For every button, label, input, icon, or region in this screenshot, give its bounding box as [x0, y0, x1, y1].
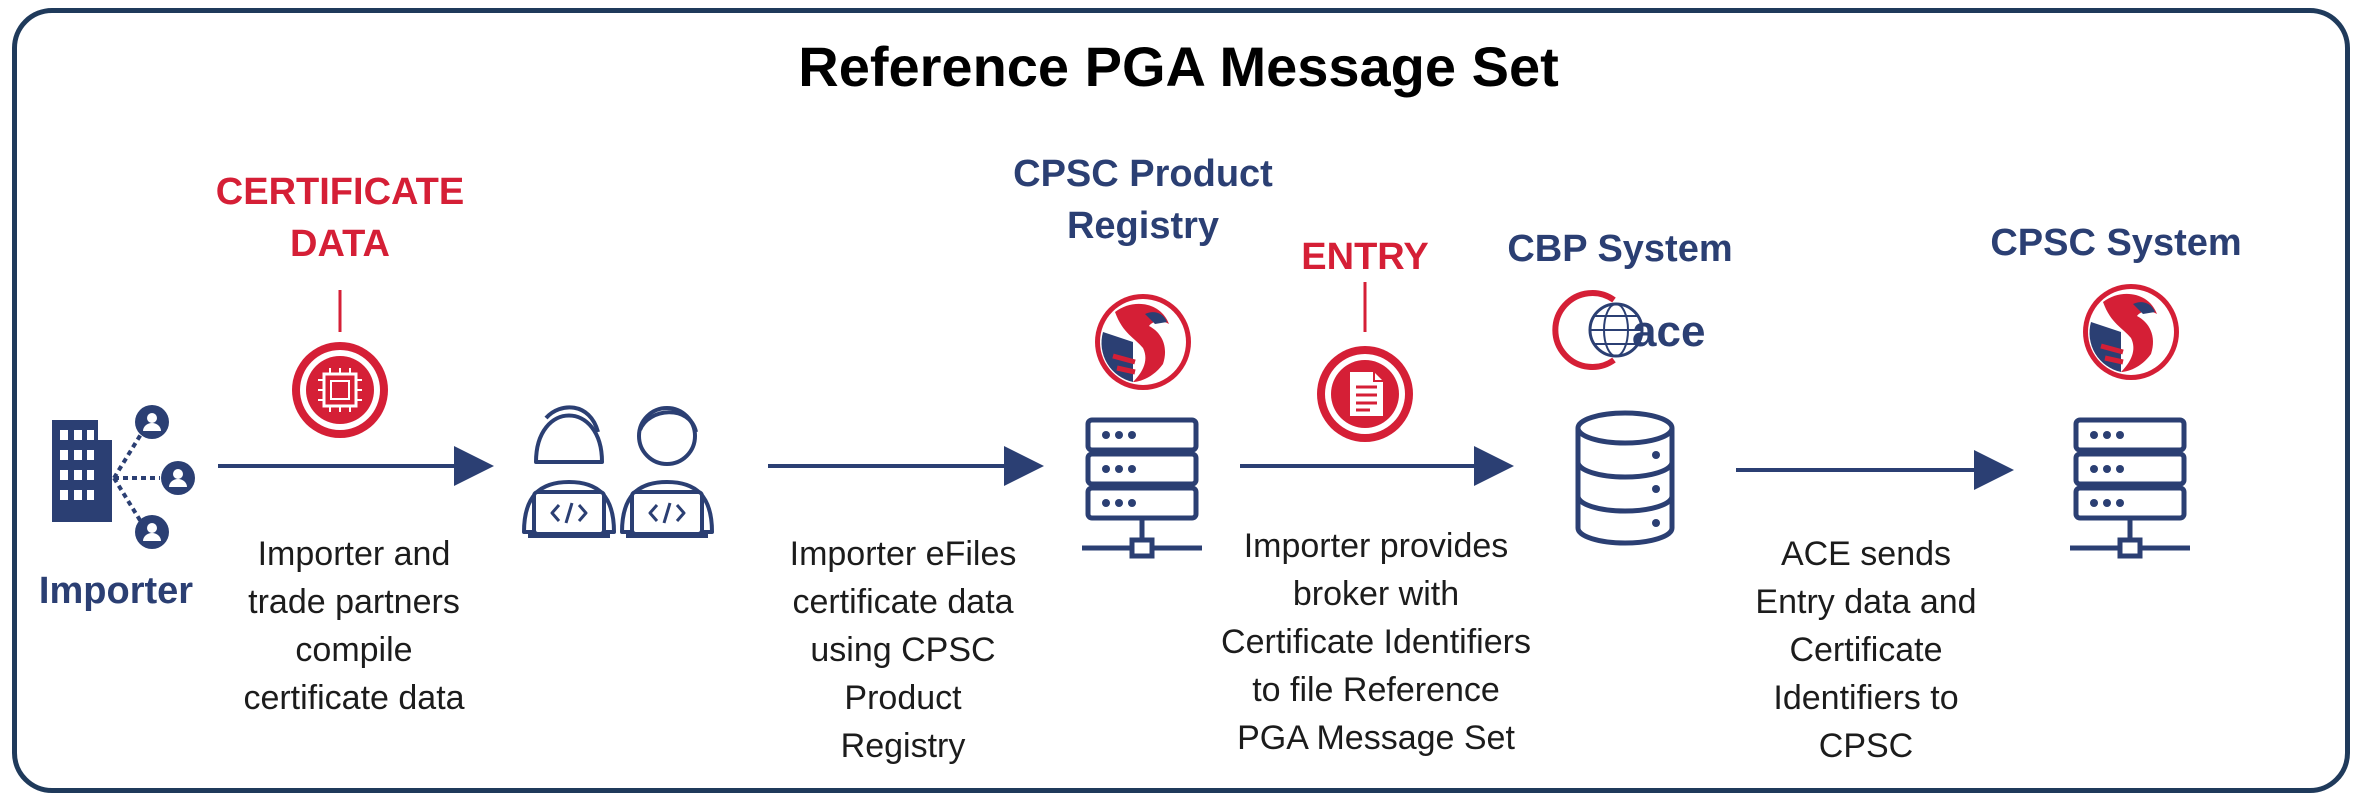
step-2-line-5: Registry	[840, 727, 966, 765]
step-3-line-5: PGA Message Set	[1237, 719, 1515, 757]
ace-logo-text: ace	[1632, 307, 1705, 356]
developers-at-laptops-icon	[522, 405, 714, 538]
entry-label: ENTRY	[1301, 236, 1429, 278]
organization-network-icon	[52, 405, 195, 549]
product-registry-label: CPSC Product Registry	[990, 148, 1296, 252]
step-1-description: Importer and trade partners compile cert…	[214, 530, 494, 722]
step-4-line-3: Certificate	[1789, 631, 1943, 669]
certificate-data-label-line-1: CERTIFICATE	[215, 171, 465, 213]
step-4-line-2: Entry data and	[1755, 583, 1977, 621]
step-4-description: ACE sends Entry data and Certificate Ide…	[1726, 530, 2006, 770]
step-2-line-3: using CPSC	[810, 631, 996, 669]
ace-logo: ace	[1552, 290, 1705, 370]
server-icon	[1082, 417, 1202, 559]
server-icon	[2070, 417, 2190, 559]
step-3-line-2: broker with	[1292, 575, 1460, 613]
step-1-line-2: trade partners	[248, 583, 460, 621]
step-3-line-3: Certificate Identifiers	[1221, 623, 1531, 661]
step-3-description: Importer provides broker with Certificat…	[1196, 522, 1556, 762]
flow-arrows	[218, 446, 2014, 490]
step-2-line-4: Product	[844, 679, 962, 717]
cpsc-system-label: CPSC System	[1990, 222, 2242, 264]
step-2-line-2: certificate data	[792, 583, 1014, 621]
document-icon	[1317, 346, 1413, 442]
importer-label: Importer	[38, 570, 194, 612]
cpsc-eagle-logo	[2083, 284, 2179, 380]
step-4-line-5: CPSC	[1818, 727, 1914, 765]
step-1-line-1: Importer and	[257, 535, 451, 573]
diagram-title: Reference PGA Message Set	[798, 35, 1559, 98]
certificate-data-label: CERTIFICATE DATA	[190, 166, 490, 270]
diagram-frame	[12, 8, 2350, 793]
product-registry-label-line-1: CPSC Product	[1013, 153, 1273, 195]
step-3-line-1: Importer provides	[1243, 527, 1509, 565]
product-registry-label-line-2: Registry	[1066, 205, 1220, 247]
cpsc-eagle-logo	[1095, 294, 1191, 390]
certificate-data-label-line-2: DATA	[290, 223, 390, 265]
database-icon	[1575, 410, 1675, 546]
step-1-line-4: certificate data	[243, 679, 465, 717]
step-4-line-4: Identifiers to	[1773, 679, 1959, 717]
chip-icon	[292, 342, 388, 438]
step-3-line-4: to file Reference	[1252, 671, 1500, 709]
step-2-line-1: Importer eFiles	[789, 535, 1017, 573]
step-4-line-1: ACE sends	[1780, 535, 1952, 573]
cbp-system-label: CBP System	[1507, 228, 1733, 270]
step-2-description: Importer eFiles certificate data using C…	[758, 530, 1048, 770]
step-1-line-3: compile	[295, 631, 413, 669]
